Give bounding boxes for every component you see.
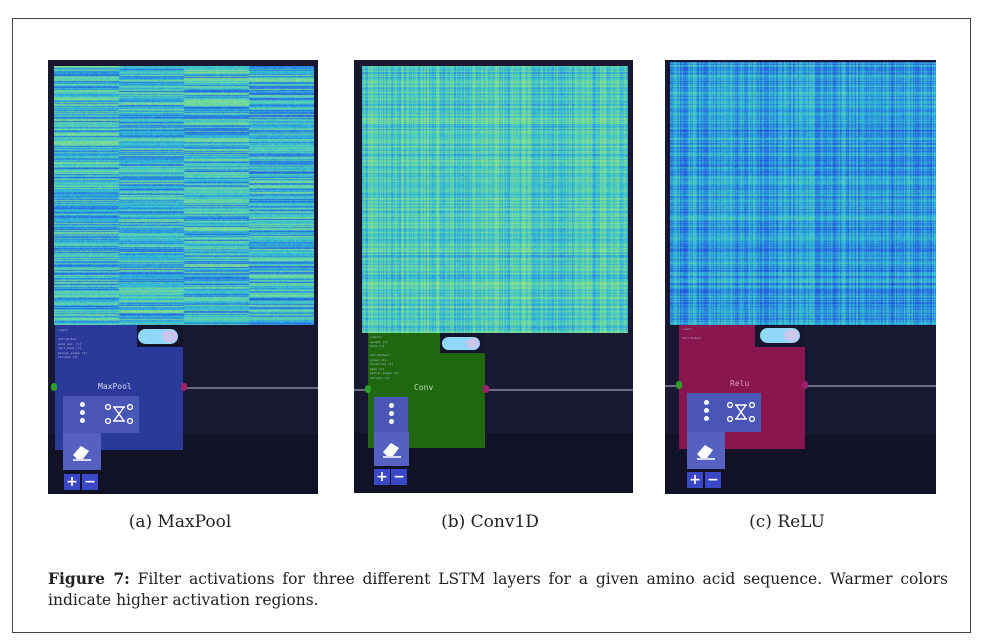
input-port[interactable] — [51, 383, 57, 391]
toggle-switch[interactable] — [442, 337, 480, 350]
eraser-icon — [382, 443, 401, 458]
graph-nodes-icon[interactable] — [105, 403, 133, 425]
eraser-icon — [73, 445, 91, 461]
subcaption-b: (b) Conv1D — [441, 512, 539, 532]
zoom-in-button[interactable]: + — [374, 469, 390, 485]
output-port[interactable] — [802, 381, 808, 389]
zoom-in-button[interactable]: + — [64, 474, 80, 490]
edge-wire — [354, 389, 633, 391]
toggle-switch[interactable] — [138, 329, 178, 344]
toggle-knob — [784, 329, 799, 342]
node-label: Conv — [414, 383, 434, 392]
toggle-knob — [162, 330, 177, 343]
node-attributes: input: attributes: auto_pad [1] ceil_mod… — [58, 328, 87, 359]
eraser-button[interactable] — [687, 432, 725, 469]
panel-maxpool: input: attributes: auto_pad [1] ceil_mod… — [48, 60, 318, 494]
node-attributes: inputs: weight [1] bias [1] attributes: … — [370, 335, 399, 380]
figure-caption: Figure 7: Filter activations for three d… — [48, 568, 948, 611]
node-menu — [687, 393, 761, 432]
activation-heatmap — [362, 66, 628, 333]
zoom-in-button[interactable]: + — [687, 472, 703, 488]
figure-frame — [12, 18, 971, 633]
subcaption-c: (c) ReLU — [749, 512, 825, 532]
eraser-button[interactable] — [63, 433, 101, 470]
eraser-button[interactable] — [374, 432, 409, 466]
input-port[interactable] — [365, 385, 371, 393]
subcaption-a: (a) MaxPool — [128, 512, 232, 532]
output-port[interactable] — [483, 385, 489, 393]
graph-nodes-icon[interactable] — [727, 401, 755, 423]
zoom-out-button[interactable]: − — [705, 472, 721, 488]
panel-relu: input: attributes: Relu + − — [665, 60, 936, 494]
toggle-knob — [466, 338, 479, 349]
activation-heatmap — [54, 66, 314, 325]
edge-wire — [183, 387, 318, 389]
figure-label: Figure 7: — [48, 569, 130, 588]
node-menu — [374, 397, 408, 432]
node-menu — [63, 396, 139, 433]
node-attributes: input: attributes: — [682, 327, 702, 340]
panel-conv1d: inputs: weight [1] bias [1] attributes: … — [354, 60, 633, 493]
activation-heatmap — [670, 62, 936, 325]
node-label: Relu — [730, 379, 750, 388]
caption-text: Filter activations for three different L… — [48, 570, 948, 609]
more-vertical-icon[interactable] — [80, 402, 85, 426]
zoom-out-button[interactable]: − — [391, 469, 407, 485]
eraser-icon — [697, 444, 715, 460]
more-vertical-icon[interactable] — [704, 400, 709, 424]
toggle-switch[interactable] — [760, 328, 800, 343]
node-label: MaxPool — [98, 382, 132, 391]
input-port[interactable] — [676, 381, 682, 389]
output-port[interactable] — [181, 383, 187, 391]
more-vertical-icon[interactable] — [389, 403, 394, 427]
zoom-out-button[interactable]: − — [82, 474, 98, 490]
